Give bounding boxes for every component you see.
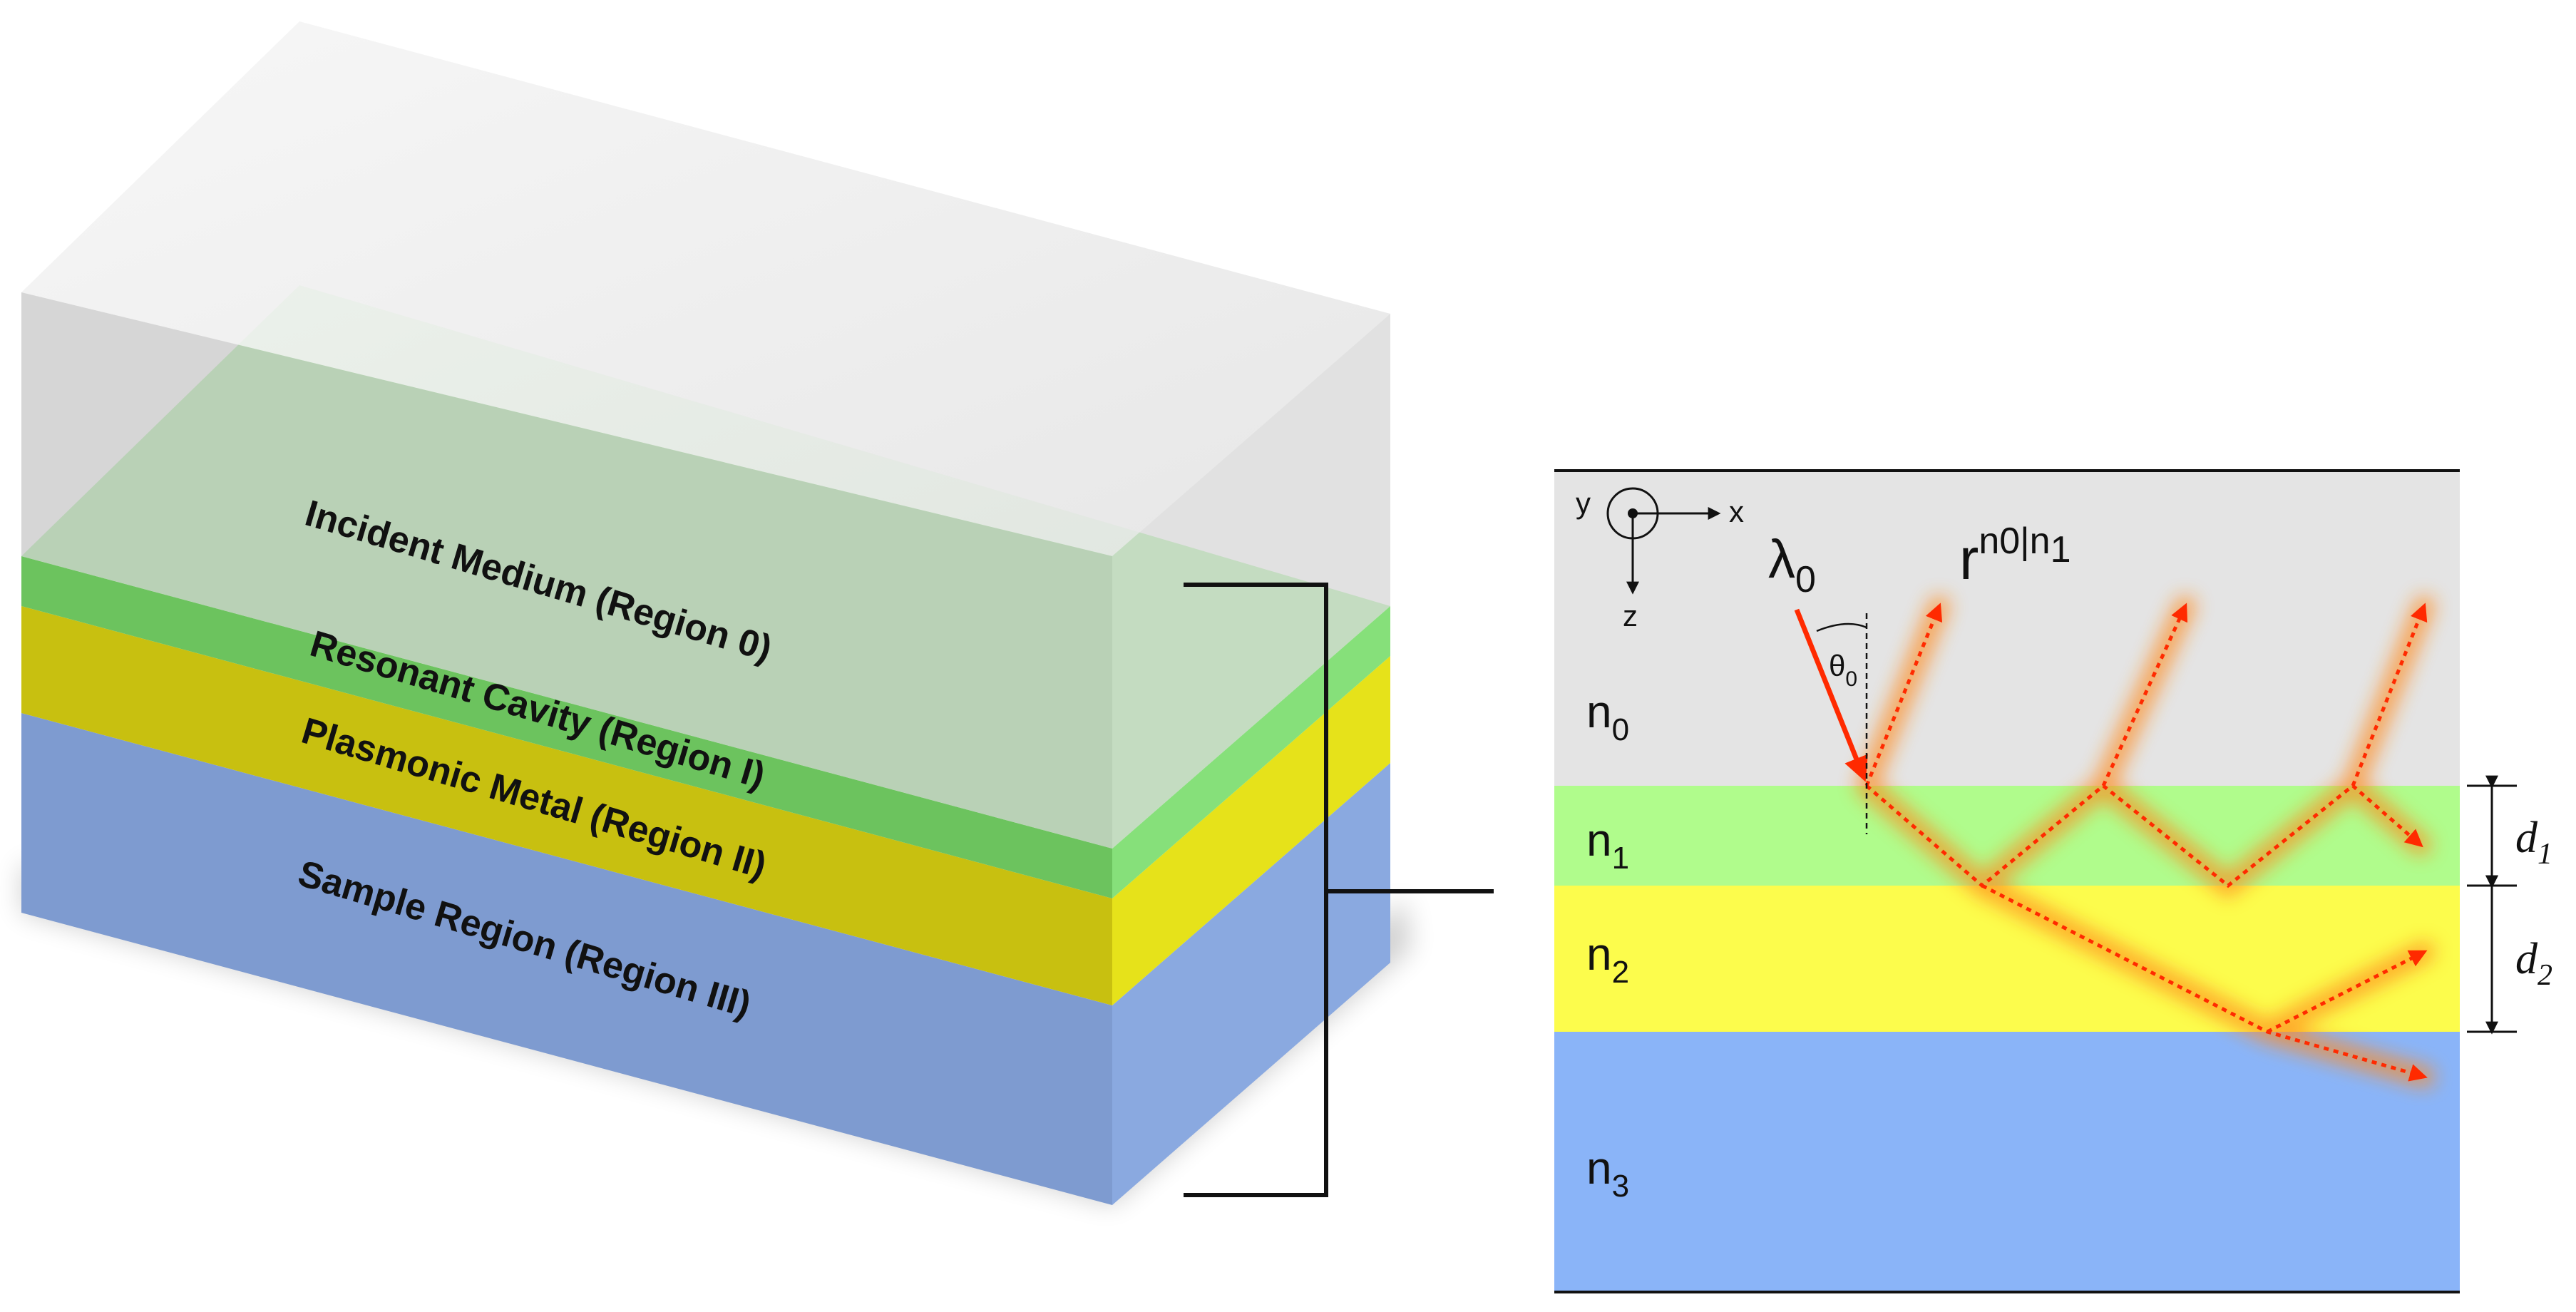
cavity-layer-side: [1112, 606, 1390, 898]
angle-arc: [1816, 622, 1867, 632]
thickness-label-d2: d2: [2515, 935, 2552, 992]
ray-reflected-2: [2101, 603, 2188, 787]
metal-layer-front: [21, 606, 1112, 1005]
incident-medium-top: [21, 21, 1390, 556]
sample-layer-side: [1112, 763, 1390, 1205]
layer-stack-diagram: Incident Medium (Region 0) Resonant Cavi…: [21, 21, 1412, 1205]
angle-label: θ0: [1829, 649, 1857, 691]
ray-reflected-1: [1864, 603, 1943, 786]
ray-reflected-3: [2351, 603, 2428, 786]
incident-ray: [1794, 608, 1868, 782]
index-label-n1: n1: [1586, 814, 1629, 876]
thickness-label-d1: d1: [2515, 814, 2552, 871]
metal-layer-side: [1112, 656, 1390, 1005]
index-label-n0: n0: [1586, 686, 1629, 747]
index-label-n3: n3: [1586, 1142, 1629, 1204]
wavelength-label: λ0: [1768, 529, 1816, 600]
axis-label-z: z: [1623, 599, 1638, 632]
sample-layer-front: [21, 713, 1112, 1205]
ray-zigzag: [1865, 783, 2423, 888]
incident-medium-side: [1112, 314, 1390, 849]
incident-medium-front: [21, 292, 1112, 849]
reflection-coefficient-label: rn0|n1: [1959, 521, 2071, 592]
cavity-layer-front: [21, 556, 1112, 898]
ray-paths: [1864, 603, 2428, 1082]
layer-n0: [1554, 471, 2460, 786]
cross-section-diagram: y x z λ0 θ0 rn0|n1 n0 n1 n2 n3: [1554, 469, 2552, 1293]
axis-label-y: y: [1576, 486, 1591, 520]
thickness-markers: [2467, 775, 2517, 1035]
connector-bracket: [1184, 583, 1494, 1197]
coordinate-axes: y x z: [1576, 486, 1744, 632]
index-label-n2: n2: [1586, 928, 1629, 990]
layer-n3: [1554, 1032, 2460, 1292]
axis-label-x: x: [1729, 495, 1744, 528]
